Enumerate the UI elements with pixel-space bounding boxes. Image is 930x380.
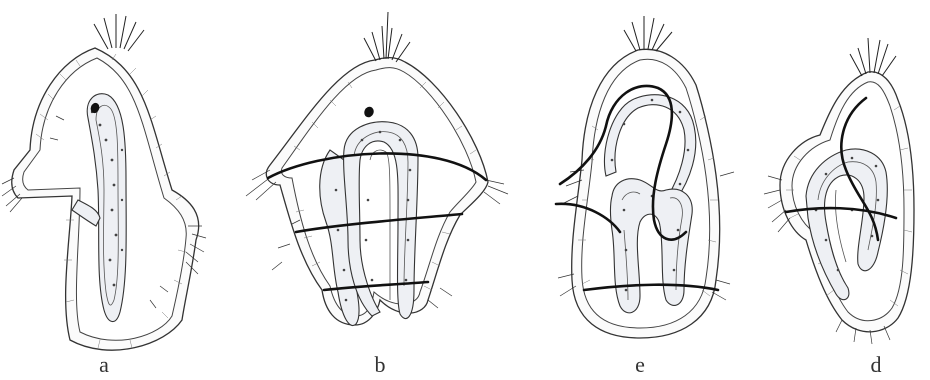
larva-drawing-b [246, 12, 508, 326]
panel-label-b: b [375, 352, 386, 377]
panel-label-a: a [99, 352, 109, 377]
panel-a [2, 14, 206, 350]
larva-drawing-a [2, 14, 206, 350]
panel-d [764, 38, 914, 344]
panel-b [246, 12, 508, 326]
panel-e [556, 16, 734, 338]
larva-drawing-d [764, 38, 914, 344]
panel-label-d: d [871, 352, 882, 377]
panel-label-e: e [635, 352, 645, 377]
larva-drawing-e [556, 16, 734, 338]
